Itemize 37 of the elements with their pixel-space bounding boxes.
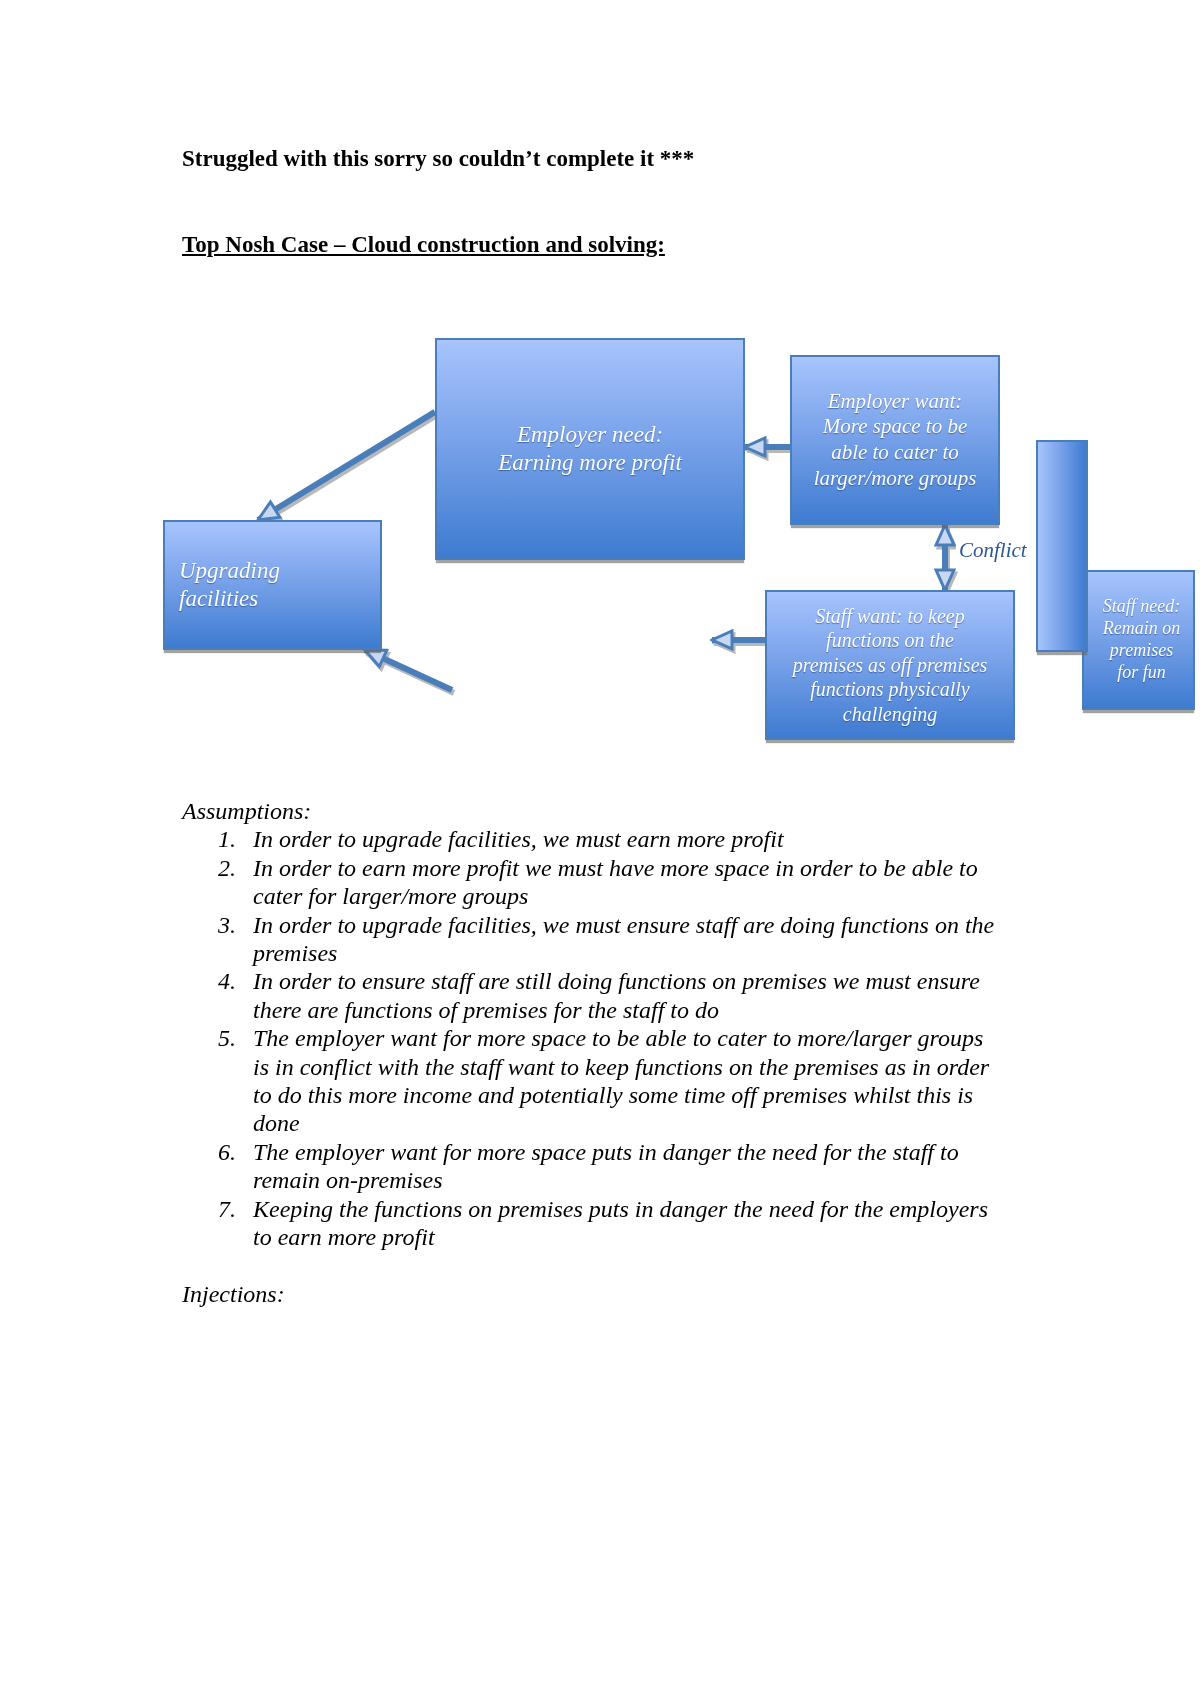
arrow — [743, 436, 790, 458]
page-title: Top Nosh Case – Cloud construction and solving: — [182, 231, 665, 259]
section-heading: Assumptions: — [182, 797, 312, 826]
node-text: Staff want: to keep functions on the premises as off premises functions physically challenging — [790, 604, 989, 726]
node-heading: Staff need: — [1102, 596, 1181, 619]
list-item: In order to earn more profit we must have more space in order to be able to cater for larger/more groups — [253, 853, 979, 911]
list-item: The employer want for more space puts in danger the need for the staff to remain on-premises — [253, 1137, 960, 1195]
list-number: 7. — [218, 1194, 237, 1224]
arrow — [256, 409, 437, 523]
list-number: 4. — [218, 967, 237, 997]
list-item: Keeping the functions on premises puts in danger the need for the employers to earn more profit — [253, 1194, 989, 1252]
objective-box — [163, 520, 382, 650]
section-heading: Injections: — [182, 1279, 285, 1308]
tall-box — [1036, 440, 1088, 652]
node-heading: Employer need: — [516, 420, 664, 449]
node-text: Remain on premises for fun — [1101, 618, 1182, 684]
double-arrow — [934, 523, 956, 592]
list-number: 2. — [218, 853, 237, 883]
list-number: 1. — [218, 825, 237, 854]
want-box — [790, 355, 1000, 525]
list-item: In order to ensure staff are still doing functions on premises we must ensure there are functions of premises for the staff to do — [253, 967, 981, 1025]
list-number: 3. — [218, 910, 237, 940]
node-text: More space to be able to cater to larger/more groups — [812, 414, 978, 492]
need-box — [435, 338, 745, 560]
want-box — [765, 590, 1015, 740]
need-box — [1082, 570, 1195, 710]
list-item: In order to upgrade facilities, we must ensure staff are doing functions on the premises — [253, 910, 996, 968]
list-number: 5. — [218, 1024, 237, 1054]
list-number: 6. — [218, 1137, 237, 1167]
arrow — [363, 647, 454, 693]
note-text: Struggled with this sorry so couldn’t complete it *** — [182, 145, 695, 173]
node-text: Upgrading facilities — [179, 556, 281, 613]
list-item: The employer want for more space to be able to cater to more/larger groups is in conflict with the staff want to keep functions on the premises as in order to do this more income and potentially some time off premises whilst this is done — [253, 1024, 991, 1138]
list-item: In order to upgrade facilities, we must earn more profit — [253, 825, 785, 854]
node-heading: Employer want: — [827, 388, 963, 415]
arrow — [710, 629, 765, 651]
node-text: Earning more profit — [498, 449, 682, 477]
